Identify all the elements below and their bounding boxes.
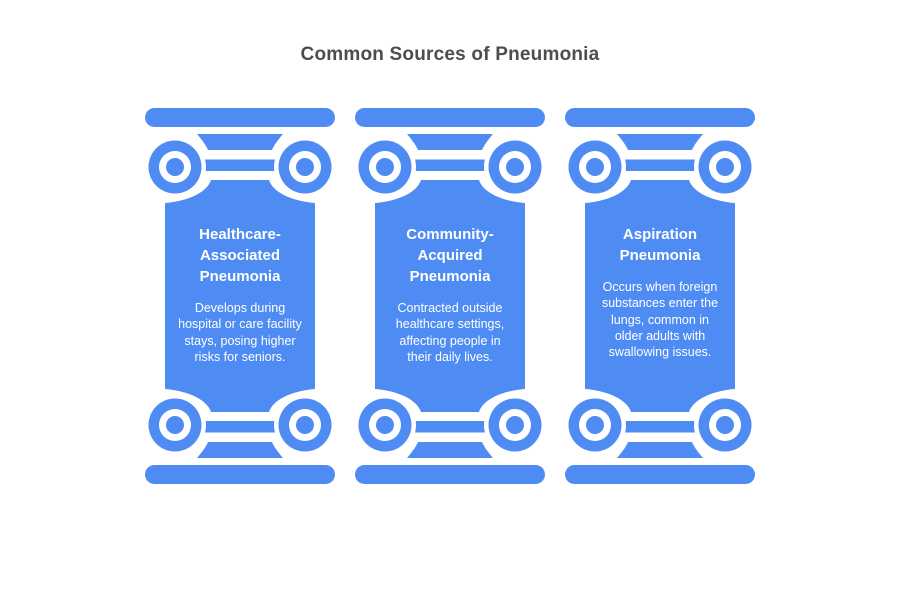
- pillar-base-icon: [355, 389, 545, 484]
- pillar-columns: Healthcare-Associated Pneumonia Develops…: [0, 108, 900, 484]
- column-title: Community-Acquired Pneumonia: [406, 226, 494, 285]
- column-description: Develops during hospital or care facilit…: [178, 301, 302, 364]
- page-title: Common Sources of Pneumonia: [300, 44, 600, 65]
- pillar-base-icon: [145, 389, 335, 484]
- column-description: Occurs when foreign substances enter the…: [601, 280, 719, 359]
- pillar-capital-icon: [565, 108, 755, 203]
- column-title: Aspiration Pneumonia: [619, 226, 701, 264]
- pillar-capital-icon: [145, 108, 335, 203]
- pillar-column-community-acquired: Community-Acquired Pneumonia Contracted …: [355, 108, 545, 484]
- column-description: Contracted outside healthcare settings, …: [395, 301, 505, 364]
- pillar-base-icon: [565, 389, 755, 484]
- pillar-capital-icon: [355, 108, 545, 203]
- pillar-body: Community-Acquired Pneumonia Contracted …: [375, 203, 525, 389]
- pillar-body: Aspiration Pneumonia Occurs when foreign…: [585, 203, 735, 389]
- pillar-body: Healthcare-Associated Pneumonia Develops…: [165, 203, 315, 389]
- pillar-column-aspiration: Aspiration Pneumonia Occurs when foreign…: [565, 108, 755, 484]
- pillar-column-healthcare-associated: Healthcare-Associated Pneumonia Develops…: [145, 108, 335, 484]
- column-title: Healthcare-Associated Pneumonia: [199, 226, 281, 285]
